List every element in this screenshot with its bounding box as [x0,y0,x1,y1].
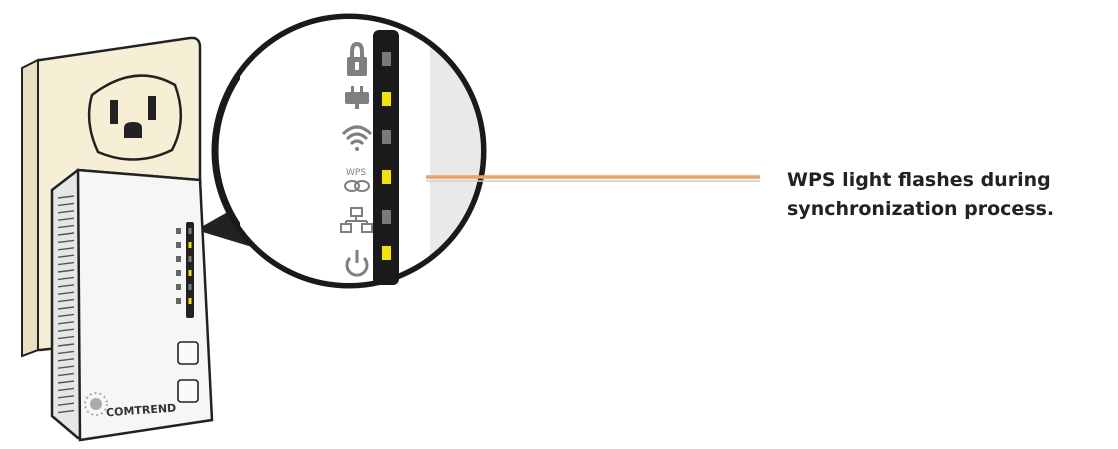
led-wifi [382,130,391,144]
callout-text: WPS light flashes during synchronization… [787,166,1117,224]
wps-icon-label: WPS [346,168,366,178]
led-lock [382,52,391,66]
device-led-wps [189,270,192,276]
led-network [382,210,391,224]
led-power [382,246,391,260]
led-power-plug [382,92,391,106]
device-power-plug-icon [176,242,181,248]
device-power-button [178,380,198,402]
device-wifi-icon [176,256,181,262]
powerline-adapter: COMTREND [52,170,212,440]
device-lock-icon [176,228,181,234]
led-wps [382,170,391,184]
callout-line-2: synchronization process. [787,195,1117,224]
device-power-icon [176,298,181,304]
device-network-icon [176,284,181,290]
outlet-receptacle [89,76,181,160]
callout-line-1: WPS light flashes during [787,166,1117,195]
device-led-network [189,284,192,290]
device-pair-button [178,342,198,364]
zoom-circle: WPS [215,0,500,320]
device-wps-icon [176,270,181,276]
device-led-lock [189,228,192,234]
device-led-power-plug [189,242,192,248]
device-led-power [189,298,192,304]
device-led-wifi [189,256,192,262]
